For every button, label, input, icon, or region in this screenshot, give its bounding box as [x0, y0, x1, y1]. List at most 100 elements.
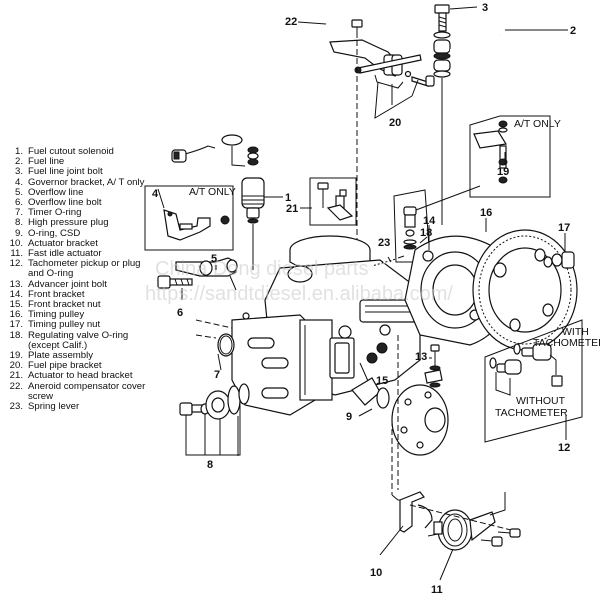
legend-item: 18.Regulating valve O-ring (except Calif…	[4, 329, 154, 351]
legend-item-number: 17.	[9, 319, 23, 331]
callout-1: 1	[285, 192, 291, 204]
callout-13: 13	[415, 351, 427, 363]
regulating-valve-part	[403, 206, 417, 250]
callout-12: 12	[558, 442, 570, 454]
legend-item-number: 2.	[14, 156, 23, 168]
callout-3: 3	[482, 2, 488, 14]
callout-leaders	[157, 6, 568, 581]
legend-item-text: Timing pulley nut	[28, 319, 101, 331]
callout-21: 21	[286, 203, 298, 215]
legend-item-number: 22.	[9, 380, 23, 392]
legend-item: 10. Actuator bracket	[4, 237, 154, 249]
legend-item-text: Tachometer pickup or plug and O-ring	[28, 258, 141, 280]
legend-item-text: Actuator to head bracket	[28, 370, 133, 382]
legend-item: 6. Overflow line bolt	[4, 197, 154, 209]
fuel-line-joint-bolt-part	[433, 4, 451, 78]
fast-idle-actuator-part	[427, 492, 506, 551]
legend-item: 9. O-ring, CSD	[4, 227, 154, 239]
callout-4: 4	[152, 188, 159, 200]
legend-item-text: Front bracket	[28, 288, 85, 300]
csd-o-ring-part	[351, 377, 390, 409]
tachometer-pickup-part	[513, 343, 563, 387]
fuel-pipe-bracket-part	[329, 39, 435, 87]
watermark-line-1: China Dong diesel parts	[155, 258, 368, 280]
legend-item-text: Overflow line bolt	[28, 197, 102, 209]
legend-item: 15.Front bracket nut	[4, 299, 154, 311]
legend-item-text: Fast idle actuator	[28, 248, 102, 260]
legend-item-number: 20.	[9, 360, 23, 372]
actuator-head-bracket-part	[317, 182, 354, 221]
legend-item-number: 6.	[14, 197, 23, 209]
callout-8: 8	[207, 459, 213, 471]
actuator-bracket-part	[399, 491, 433, 533]
overflow-line-bolt-part	[157, 275, 193, 289]
legend-item-number: 16.	[9, 309, 23, 321]
legend-item-text: Actuator bracket	[28, 237, 98, 249]
pump-body-part	[231, 235, 431, 416]
legend-item-text: Fuel line joint bolt	[28, 166, 103, 178]
legend-item: 19.Plate assembly	[4, 350, 154, 362]
without-tachometer-label-2: TACHOMETER	[495, 407, 568, 419]
legend-item-number: 13.	[9, 278, 23, 290]
legend-item-text: Fuel line	[28, 156, 65, 168]
legend-item-text: Plate assembly	[28, 350, 94, 362]
legend-item-text: Advancer joint bolt	[28, 278, 107, 290]
legend-item-number: 4.	[14, 176, 23, 188]
legend-item: 11. Fast idle actuator	[4, 248, 154, 260]
legend-item-text: Fuel pipe bracket	[28, 360, 102, 372]
callout-10: 10	[370, 567, 382, 579]
legend-item-number: 8.	[14, 217, 23, 229]
at-only-label-left: A/T ONLY	[189, 186, 236, 198]
front-bracket-nut-part	[366, 352, 378, 364]
actuator-head-bracket-box	[309, 177, 357, 226]
legend-item-number: 23.	[9, 401, 23, 413]
fuel-cutout-solenoid-part	[171, 134, 265, 224]
callout-16: 16	[480, 207, 492, 219]
callout-17: 17	[558, 222, 570, 234]
legend-item: 1.Fuel cutout solenoid	[4, 146, 154, 157]
timer-o-ring-part	[195, 319, 235, 357]
legend-item-number: 5.	[14, 186, 23, 198]
legend-item-text: O-ring, CSD	[28, 227, 81, 239]
legend-item: 21. Actuator to head bracket	[4, 371, 154, 381]
plug-bracket-line	[185, 402, 241, 456]
callout-11: 11	[431, 584, 443, 595]
legend-item: 2. Fuel line	[4, 156, 154, 168]
legend-item: 5.Overflow line	[4, 186, 154, 198]
legend-item-number: 1.	[14, 146, 23, 157]
callout-9: 9	[346, 411, 352, 423]
spring-lever-part	[371, 255, 405, 267]
legend-item: 7.Timer O-ring	[4, 208, 154, 218]
callout-14: 14	[423, 215, 436, 227]
at-only-box-right	[469, 115, 551, 198]
legend-item: 13. Advancer joint bolt	[4, 278, 154, 290]
legend-item-text: Front bracket nut	[28, 299, 101, 311]
at-only-box-left	[144, 185, 234, 251]
aneroid-screw-part	[351, 19, 363, 38]
legend-item: 20. Fuel pipe bracket	[4, 361, 154, 371]
timing-pulley-part	[472, 229, 578, 351]
timing-pulley-nut-part	[543, 251, 575, 269]
without-tachometer-label-1: WITHOUT	[516, 395, 566, 407]
legend-item-number: 3.	[14, 166, 23, 178]
legend-item: 16.Timing pulley	[4, 310, 154, 320]
legend-item: 23. Spring lever	[4, 401, 154, 413]
legend-item-number: 21.	[9, 370, 23, 382]
legend-item-text: Spring lever	[28, 401, 80, 413]
high-pressure-plug-part	[179, 383, 250, 420]
legend-item-number: 10.	[9, 237, 23, 249]
legend-item-number: 9.	[14, 227, 23, 239]
legend-item-number: 18.	[9, 329, 23, 341]
callout-7: 7	[214, 369, 220, 381]
legend-item-number: 11.	[10, 248, 23, 260]
callout-5: 5	[211, 253, 217, 265]
callout-23: 23	[378, 237, 390, 249]
actuator-bolts-part	[480, 528, 521, 547]
legend-item: 12.Tachometer pickup or plug and O-ring	[4, 258, 154, 280]
with-tachometer-label-1: WITH	[562, 326, 589, 338]
watermark-line-2: https://sandtdiesel.en.alibaba.com/	[145, 283, 453, 305]
with-tachometer-label-2: TACHOMETER	[533, 337, 600, 349]
tachometer-plug-part	[489, 357, 522, 396]
